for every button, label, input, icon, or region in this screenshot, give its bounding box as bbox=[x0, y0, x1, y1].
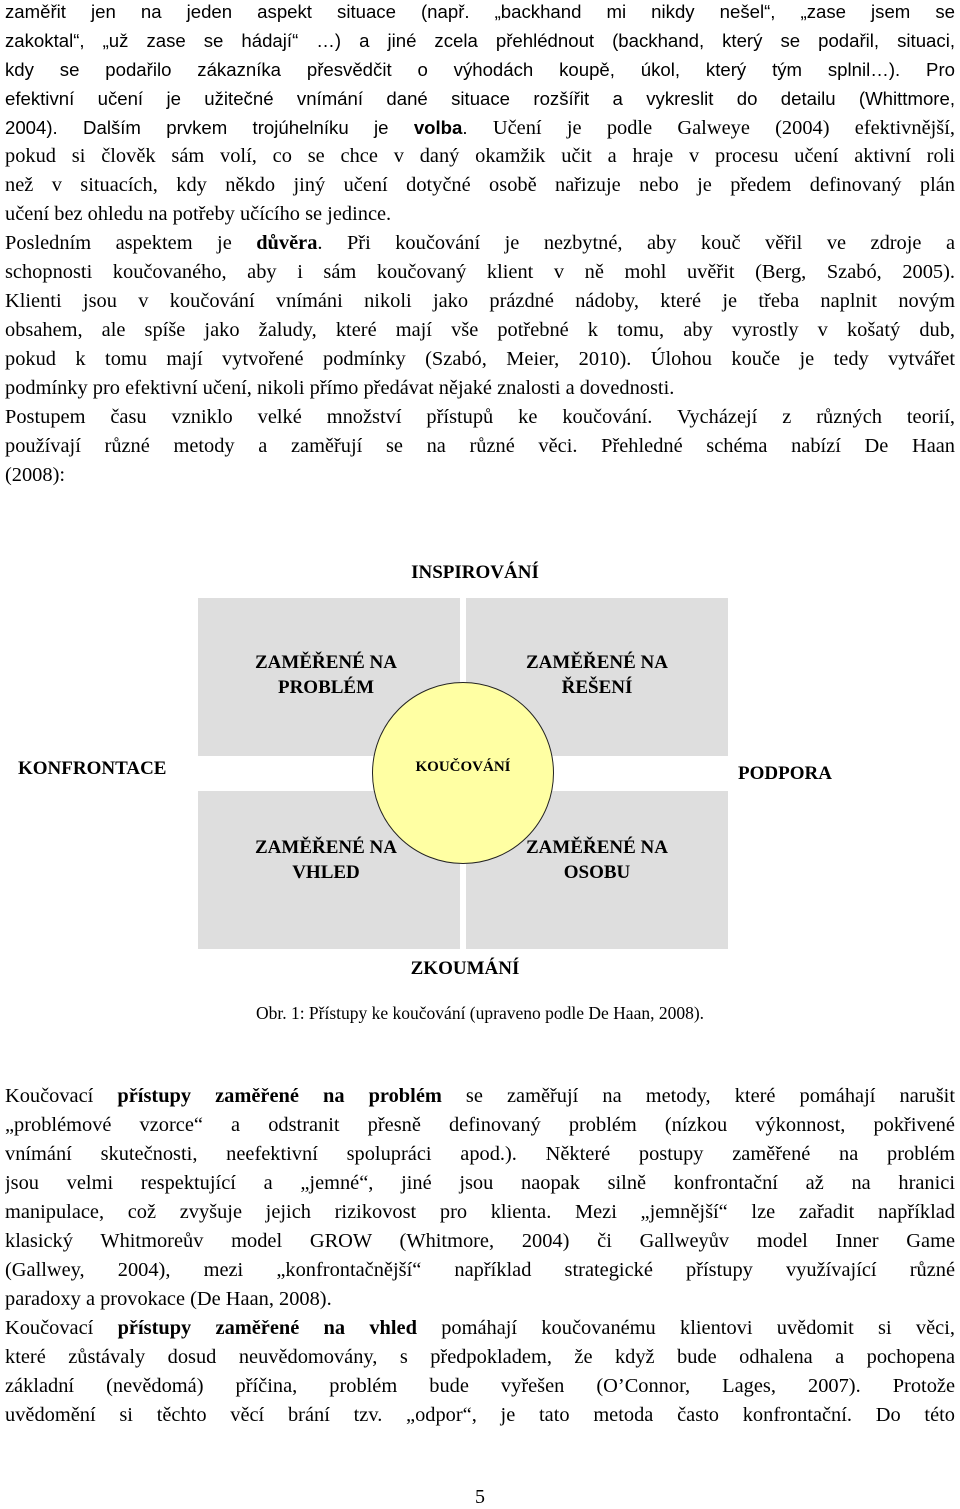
text-segment: 2004). Dalším prvkem trojúhelníku je bbox=[5, 117, 414, 138]
text-line: vnímání skutečnosti, neefektivní spolupr… bbox=[5, 1143, 955, 1165]
text-line: Koučovací přístupy zaměřené na vhled pom… bbox=[5, 1314, 955, 1343]
quadrant-label-line: ZAMĚŘENÉ NA bbox=[526, 652, 668, 673]
figure-caption: Obr. 1: Přístupy ke koučování (upraveno … bbox=[255, 1003, 705, 1023]
text-line: pokud si člověk sám volí, co se chce v d… bbox=[5, 145, 955, 167]
text-line: uvědomění si těchto věcí brání tzv. „odp… bbox=[5, 1404, 955, 1426]
text-line: kdy se podařilo zákazníka přesvědčit o v… bbox=[5, 59, 955, 80]
text-line: (Gallwey, 2004), mezi „konfrontačnější“ … bbox=[5, 1259, 955, 1281]
quadrant-top-left-label: ZAMĚŘENÉ NA PROBLÉM bbox=[216, 650, 436, 700]
text-line: (2008): bbox=[5, 464, 66, 486]
quadrant-label-line: ZAMĚŘENÉ NA bbox=[255, 652, 397, 673]
text-segment: Posledním aspektem je bbox=[5, 232, 257, 254]
quadrant-label-line: PROBLÉM bbox=[277, 677, 375, 698]
bold-term-volba: volba bbox=[413, 117, 463, 138]
diagram-left-label: KONFRONTACE bbox=[18, 758, 167, 779]
bold-term-duvera: důvěra bbox=[256, 232, 318, 254]
text-line: základní (nevědomá) příčina, problém bud… bbox=[5, 1375, 955, 1397]
text-line: učení bez ohledu na potřeby učícího se j… bbox=[5, 203, 392, 225]
text-line: než v situacích, kdy někdo jiný učení do… bbox=[5, 174, 955, 196]
text-line: schopnosti koučovaného, aby i sám koučov… bbox=[5, 261, 955, 283]
quadrant-label-line: OSOBU bbox=[563, 862, 631, 883]
center-label: KOUČOVÁNÍ bbox=[415, 759, 511, 775]
text-line: obsahem, ale spíše jako žaludy, které ma… bbox=[5, 319, 955, 341]
text-line: zakoktal“, „už zase se hádají“ …) a jiné… bbox=[5, 30, 955, 51]
text-line: Koučovací přístupy zaměřené na problém s… bbox=[5, 1082, 955, 1111]
top-paragraphs: zaměřit jen na jeden aspekt situace (nap… bbox=[5, 0, 955, 490]
text-line: klasický Whitmoreův model GROW (Whitmore… bbox=[5, 1230, 955, 1252]
text-line: Klienti jsou v koučování vnímáni nikoli … bbox=[5, 290, 955, 312]
text-line: zaměřit jen na jeden aspekt situace (nap… bbox=[5, 1, 955, 22]
text-line: „problémové vzorce“ a odstranit přesně d… bbox=[5, 1114, 955, 1136]
text-line: manipulace, což zvyšuje jejich rizikovos… bbox=[5, 1201, 955, 1223]
text-line: podmínky pro efektivní učení, nikoli pří… bbox=[5, 377, 675, 399]
quadrant-label-line: VHLED bbox=[292, 862, 360, 883]
diagram-bottom-label: ZKOUMÁNÍ bbox=[410, 958, 520, 979]
quadrant-label-line: ZAMĚŘENÉ NA bbox=[255, 837, 397, 858]
bottom-paragraphs: Koučovací přístupy zaměřené na problém s… bbox=[5, 1082, 955, 1430]
text-segment: Koučovací bbox=[5, 1085, 118, 1107]
quadrant-label-line: ZAMĚŘENÉ NA bbox=[526, 837, 668, 858]
diagram-top-label: INSPIROVÁNÍ bbox=[411, 562, 539, 583]
text-segment: . bbox=[462, 117, 493, 138]
quadrant-bottom-right-label: ZAMĚŘENÉ NA OSOBU bbox=[487, 835, 707, 885]
bold-term-vhled: přístupy zaměřené na vhled bbox=[117, 1317, 417, 1339]
text-line: Posledním aspektem je důvěra. Při koučov… bbox=[5, 229, 955, 258]
text-line: paradoxy a provokace (De Haan, 2008). bbox=[5, 1288, 332, 1310]
text-line: efektivní učení je užitečné vnímání dané… bbox=[5, 88, 955, 109]
text-line: používají různé metody a zaměřují se na … bbox=[5, 435, 955, 457]
text-line: které zůstávaly dosud neuvědomovány, s p… bbox=[5, 1346, 955, 1368]
bold-term-problem: přístupy zaměřené na problém bbox=[117, 1085, 442, 1107]
quadrant-bottom-left-label: ZAMĚŘENÉ NA VHLED bbox=[216, 835, 436, 885]
page-number: 5 bbox=[475, 1486, 485, 1508]
text-segment: . Při koučování je nezbytné, aby kouč vě… bbox=[317, 232, 955, 254]
text-line: Postupem času vzniklo velké množství pří… bbox=[5, 406, 955, 428]
text-segment: Učení je podle Galweye (2004) efektivněj… bbox=[492, 117, 955, 139]
quadrant-top-right-label: ZAMĚŘENÉ NA ŘEŠENÍ bbox=[487, 650, 707, 700]
center-circle bbox=[372, 682, 554, 864]
text-line: jsou velmi respektující a „jemné“, jiné … bbox=[5, 1172, 955, 1194]
text-segment: pomáhají koučovanému klientovi uvědomit … bbox=[416, 1317, 955, 1339]
text-segment: se zaměřují na metody, které pomáhají na… bbox=[441, 1085, 955, 1107]
text-line: pokud k tomu mají vytvořené podmínky (Sz… bbox=[5, 348, 955, 370]
quadrant-label-line: ŘEŠENÍ bbox=[561, 677, 633, 698]
text-line: 2004). Dalším prvkem trojúhelníku je vol… bbox=[5, 113, 955, 142]
text-segment: Koučovací bbox=[5, 1317, 118, 1339]
diagram-right-label: PODPORA bbox=[738, 763, 832, 784]
